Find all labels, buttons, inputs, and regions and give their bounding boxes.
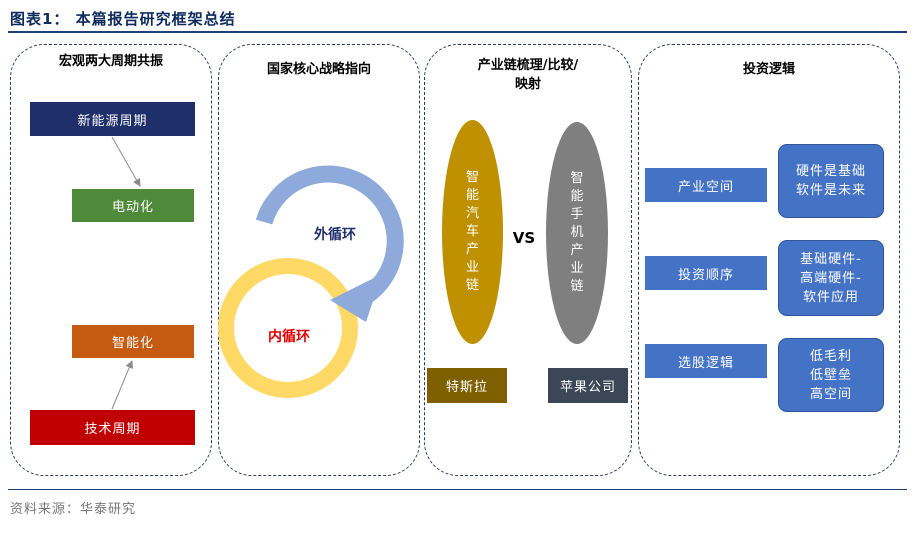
oval-smart-car-text: 智能汽车产业链: [463, 169, 483, 295]
panel-macro-cycles-title: 宏观两大周期共振: [58, 54, 163, 69]
oval-smart-car-char: 能: [465, 188, 479, 203]
oval-smart-phone-char: 机: [570, 225, 584, 240]
box-tesla: 特斯拉: [427, 368, 507, 403]
label-industry-space: 产业空间: [645, 168, 767, 202]
detail-stock-selection-line-2: 低壁垒: [809, 367, 852, 383]
label-investment-order: 投资顺序: [645, 256, 767, 290]
box-electrification: 电动化: [72, 189, 194, 222]
detail-industry-space: 硬件是基础 软件是未来: [778, 144, 884, 218]
detail-investment-order-line-1: 基础硬件-: [800, 251, 862, 267]
panel-investment-logic: [638, 44, 900, 476]
page-title: 图表1： 本篇报告研究框架总结: [10, 10, 236, 28]
outer-loop-label: 外循环: [314, 227, 356, 243]
detail-investment-order-line-2: 高端硬件-: [800, 270, 862, 286]
arrow-tech-to-intelligence: [111, 360, 133, 410]
oval-smart-phone-char: 手: [570, 207, 584, 222]
detail-stock-selection-line-1: 低毛利: [809, 348, 852, 364]
box-intelligence: 智能化: [72, 325, 194, 358]
label-stock-selection: 选股逻辑: [645, 344, 767, 378]
panel-industry-chain: [424, 44, 632, 476]
outer-loop-ring: [255, 165, 404, 310]
panel-national-strategy: [218, 44, 420, 476]
oval-smart-car-char: 智: [465, 170, 479, 185]
bottom-divider: [8, 489, 907, 490]
oval-smart-phone-char: 业: [570, 261, 584, 276]
detail-investment-order-line-3: 软件应用: [802, 289, 859, 305]
oval-smart-phone-text: 智能手机产业链: [567, 170, 587, 296]
oval-smart-car-char: 汽: [465, 206, 479, 221]
inner-loop-ring: [218, 258, 358, 398]
oval-smart-phone-chain: 智能手机产业链: [546, 122, 608, 344]
box-tech-cycle: 技术周期: [30, 410, 195, 445]
source-note: 资料来源：华泰研究: [10, 502, 137, 517]
oval-smart-phone-char: 产: [570, 243, 584, 258]
arrow-newenergy-to-electrify: [111, 136, 141, 187]
oval-smart-car-char: 链: [465, 278, 479, 293]
panel-industry-chain-title-1: 产业链梳理/比较/: [477, 58, 579, 73]
panel-industry-chain-title-2: 映射: [514, 77, 541, 92]
panel-national-strategy-title: 国家核心战略指向: [266, 62, 371, 77]
vs-label: VS: [512, 229, 536, 247]
oval-smart-car-chain: 智能汽车产业链: [442, 120, 503, 344]
oval-smart-car-char: 业: [465, 260, 479, 275]
oval-smart-car-char: 车: [465, 224, 479, 239]
detail-investment-order: 基础硬件- 高端硬件- 软件应用: [778, 240, 884, 316]
panel-macro-cycles: [10, 44, 212, 476]
oval-smart-phone-char: 智: [570, 171, 584, 186]
detail-stock-selection-line-3: 高空间: [809, 386, 852, 402]
box-new-energy-cycle: 新能源周期: [30, 102, 195, 136]
inner-loop-label: 内循环: [268, 329, 310, 345]
detail-industry-space-line-1: 硬件是基础: [795, 164, 866, 179]
oval-smart-phone-char: 链: [570, 279, 584, 294]
detail-stock-selection: 低毛利 低壁垒 高空间: [778, 338, 884, 412]
outer-loop-arrowhead: [330, 274, 382, 322]
box-apple: 苹果公司: [548, 368, 628, 403]
detail-industry-space-line-2: 软件是未来: [795, 183, 866, 198]
top-divider: [8, 31, 907, 33]
panel-investment-logic-title: 投资逻辑: [742, 62, 795, 77]
oval-smart-car-char: 产: [465, 242, 479, 257]
oval-smart-phone-char: 能: [570, 189, 584, 204]
dual-circulation-diagram: [218, 165, 404, 398]
